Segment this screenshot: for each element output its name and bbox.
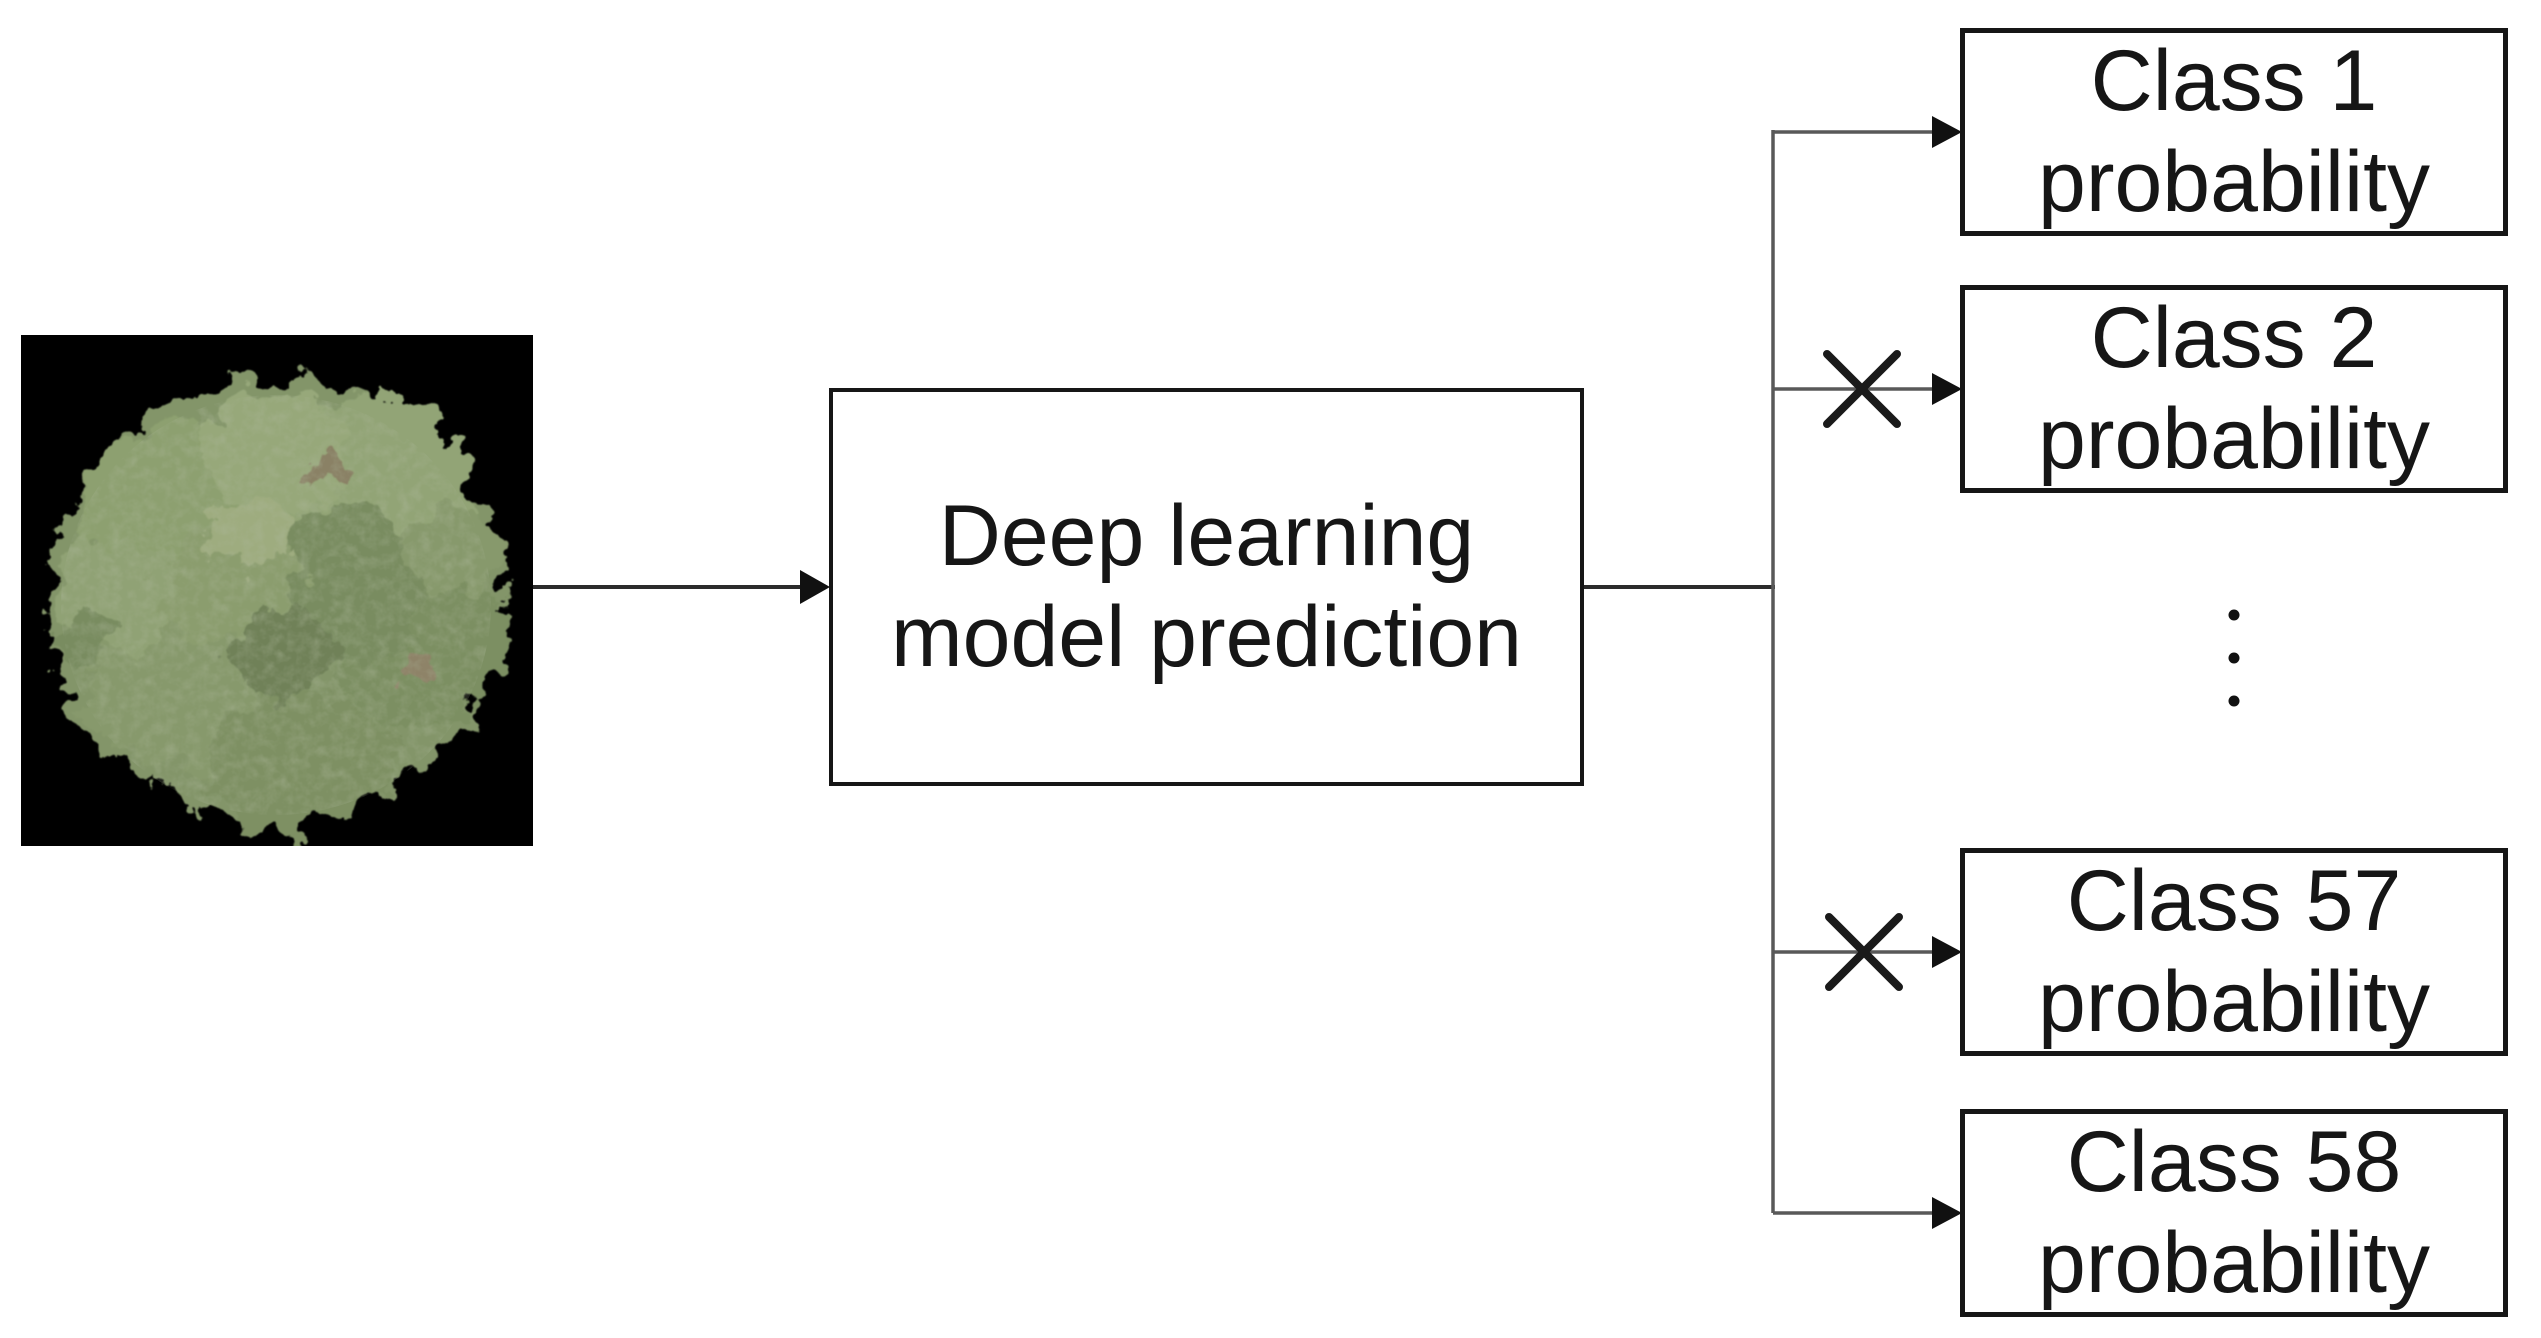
- cross-icon-class-57: [1825, 913, 1903, 991]
- class-box-sublabel: probability: [2038, 1215, 2430, 1311]
- arrowhead-icon-class-58: [1932, 1197, 1962, 1229]
- cross-icon-class-2: [1823, 350, 1901, 428]
- class-box-sublabel: probability: [2038, 954, 2430, 1050]
- input-to-model-arrowhead-icon: [800, 570, 830, 604]
- crown-texture-overlay: [61, 395, 491, 815]
- tree-crown-photo-icon: [21, 335, 533, 846]
- ellipsis-dot: [2228, 695, 2240, 707]
- arrowhead-icon-class-57: [1932, 936, 1962, 968]
- model-prediction-box: Deep learning model prediction: [829, 388, 1584, 786]
- class-box-label: Class 57: [2066, 852, 2402, 949]
- class-box-label: Class 58: [2066, 1113, 2402, 1210]
- class-box-sublabel: probability: [2038, 391, 2430, 487]
- cross-stroke: [1823, 350, 1901, 428]
- class-2-box: Class 2 probability: [1960, 285, 2508, 493]
- class-box-label: Class 1: [2090, 32, 2378, 129]
- input-tree-crown-image: [21, 335, 533, 846]
- ellipsis-dot: [2228, 652, 2240, 664]
- ellipsis-dot: [2228, 609, 2240, 621]
- class-box-label: Class 2: [2090, 289, 2378, 386]
- vertical-ellipsis-icon: [2228, 609, 2240, 707]
- cross-stroke: [1825, 913, 1903, 991]
- model-box-line1: Deep learning: [938, 487, 1475, 584]
- arrowhead-icon-class-2: [1932, 373, 1962, 405]
- class-57-box: Class 57 probability: [1960, 848, 2508, 1056]
- class-1-box: Class 1 probability: [1960, 28, 2508, 236]
- arrowhead-icon-class-1: [1932, 116, 1962, 148]
- class-58-box: Class 58 probability: [1960, 1109, 2508, 1317]
- model-box-line2: model prediction: [890, 589, 1523, 685]
- class-box-sublabel: probability: [2038, 134, 2430, 230]
